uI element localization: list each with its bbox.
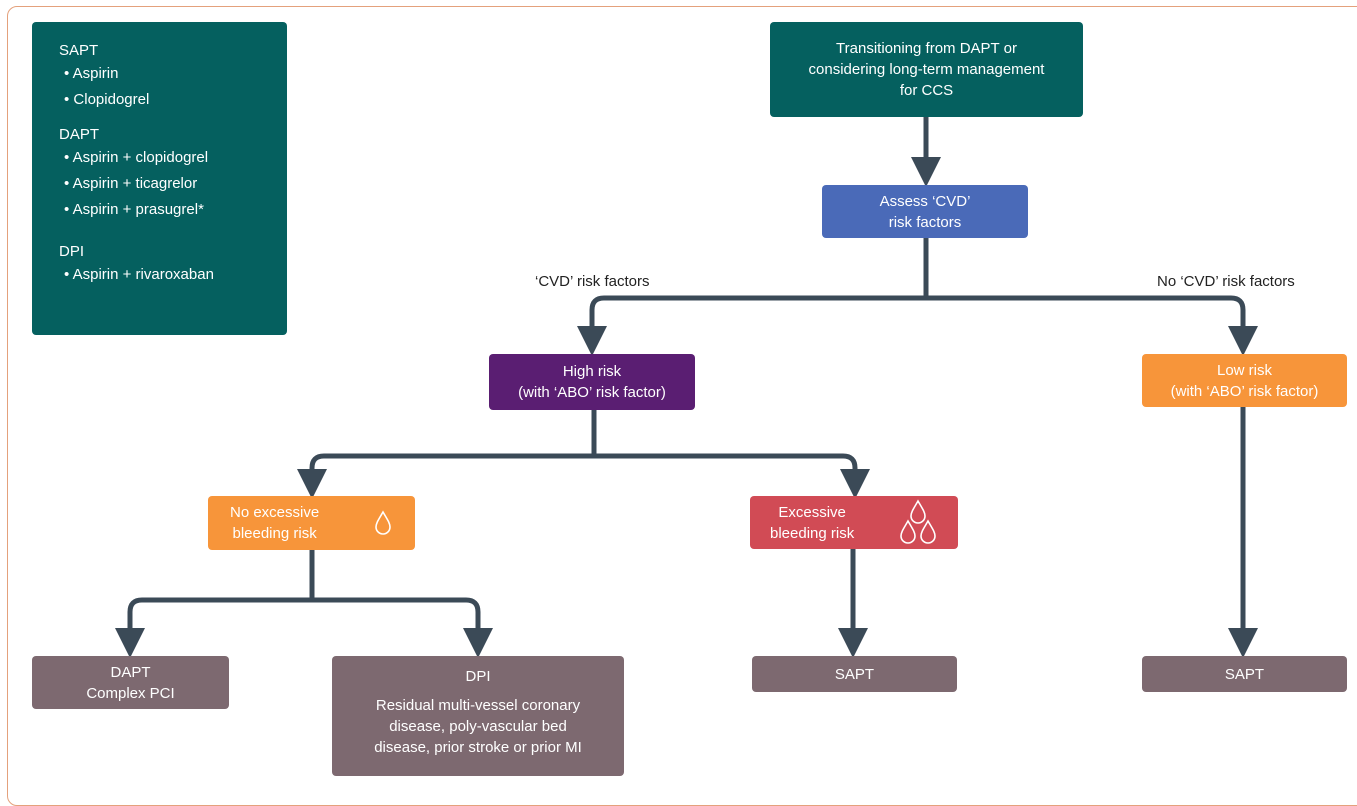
start-line: for CCS xyxy=(899,82,954,99)
excessive-bleeding-box: Excessive bleeding risk xyxy=(750,496,958,549)
start-line: Transitioning from DAPT or xyxy=(836,40,1017,57)
start-line: considering long-term management xyxy=(808,61,1045,78)
branch-label-no-cvd: No ‘CVD’ risk factors xyxy=(1157,273,1295,290)
outcome-dpi-line: Residual multi-vessel coronary xyxy=(375,697,581,714)
connector-to-excessive xyxy=(594,453,870,499)
outcome-sapt-label: SAPT xyxy=(834,665,875,683)
outcome-dpi-line: disease, poly-vascular bed xyxy=(389,718,567,735)
legend-item: • Aspirin + ticagrelor xyxy=(64,175,198,192)
legend-group-sapt: SAPT • Aspirin • Clopidogrel xyxy=(59,40,287,113)
outcome-dpi-line: disease, prior stroke or prior MI xyxy=(374,739,582,756)
no-excessive-line: bleeding risk xyxy=(232,525,317,542)
assess-line: risk factors xyxy=(888,213,962,231)
connector-lines xyxy=(115,117,1258,658)
start-box: Transitioning from DAPT or considering l… xyxy=(770,22,1083,117)
outcome-dapt-line: DAPT xyxy=(110,663,151,681)
outcome-dapt-line: Complex PCI xyxy=(86,684,175,702)
drops-icon xyxy=(900,499,936,544)
legend-item: • Aspirin + clopidogrel xyxy=(64,149,209,166)
assess-box: Assess ‘CVD’ risk factors xyxy=(822,185,1028,238)
legend-box: SAPT • Aspirin • Clopidogrel DAPT • Aspi… xyxy=(32,22,287,335)
legend-heading-dpi: DPI xyxy=(59,243,85,260)
no-excessive-line: No excessive xyxy=(230,504,320,521)
outcome-sapt-middle-box: SAPT xyxy=(752,656,957,692)
legend-item: • Clopidogrel xyxy=(64,91,150,108)
high-risk-box: High risk (with ‘ABO’ risk factor) xyxy=(489,354,695,410)
excessive-line: bleeding risk xyxy=(770,524,855,542)
legend-item: • Aspirin + rivaroxaban xyxy=(64,266,214,283)
legend-item: • Aspirin xyxy=(64,65,119,82)
no-excessive-bleeding-box: No excessive bleeding risk xyxy=(208,496,415,550)
low-risk-box: Low risk (with ‘ABO’ risk factor) xyxy=(1142,354,1347,407)
legend-group-dapt: DAPT • Aspirin + clopidogrel • Aspirin +… xyxy=(59,124,287,223)
outcome-sapt-label: SAPT xyxy=(1224,665,1265,683)
legend-item: • Aspirin + prasugrel* xyxy=(64,201,204,218)
legend-group-dpi: DPI • Aspirin + rivaroxaban xyxy=(59,241,287,288)
high-risk-line: (with ‘ABO’ risk factor) xyxy=(518,384,666,401)
low-risk-line: (with ‘ABO’ risk factor) xyxy=(1170,382,1319,400)
outcome-dpi-box: DPI Residual multi-vessel coronary disea… xyxy=(332,656,624,776)
high-risk-line: High risk xyxy=(562,363,622,380)
assess-line: Assess ‘CVD’ xyxy=(879,192,971,210)
connector-to-high-risk xyxy=(577,295,926,356)
connector-to-dpi xyxy=(312,597,493,658)
excessive-line: Excessive xyxy=(778,503,846,521)
connector-to-no-excessive xyxy=(297,453,594,499)
drop-icon xyxy=(375,510,391,535)
branch-label-cvd: ‘CVD’ risk factors xyxy=(535,273,650,290)
legend-heading-sapt: SAPT xyxy=(59,42,99,59)
connector-to-low-risk xyxy=(926,295,1258,356)
low-risk-line: Low risk xyxy=(1216,361,1272,379)
connector-to-dapt xyxy=(115,597,312,658)
outcome-dpi-title: DPI xyxy=(465,668,491,685)
legend-heading-dapt: DAPT xyxy=(59,126,100,143)
outcome-sapt-right-box: SAPT xyxy=(1142,656,1347,692)
outcome-dapt-box: DAPT Complex PCI xyxy=(32,656,229,709)
